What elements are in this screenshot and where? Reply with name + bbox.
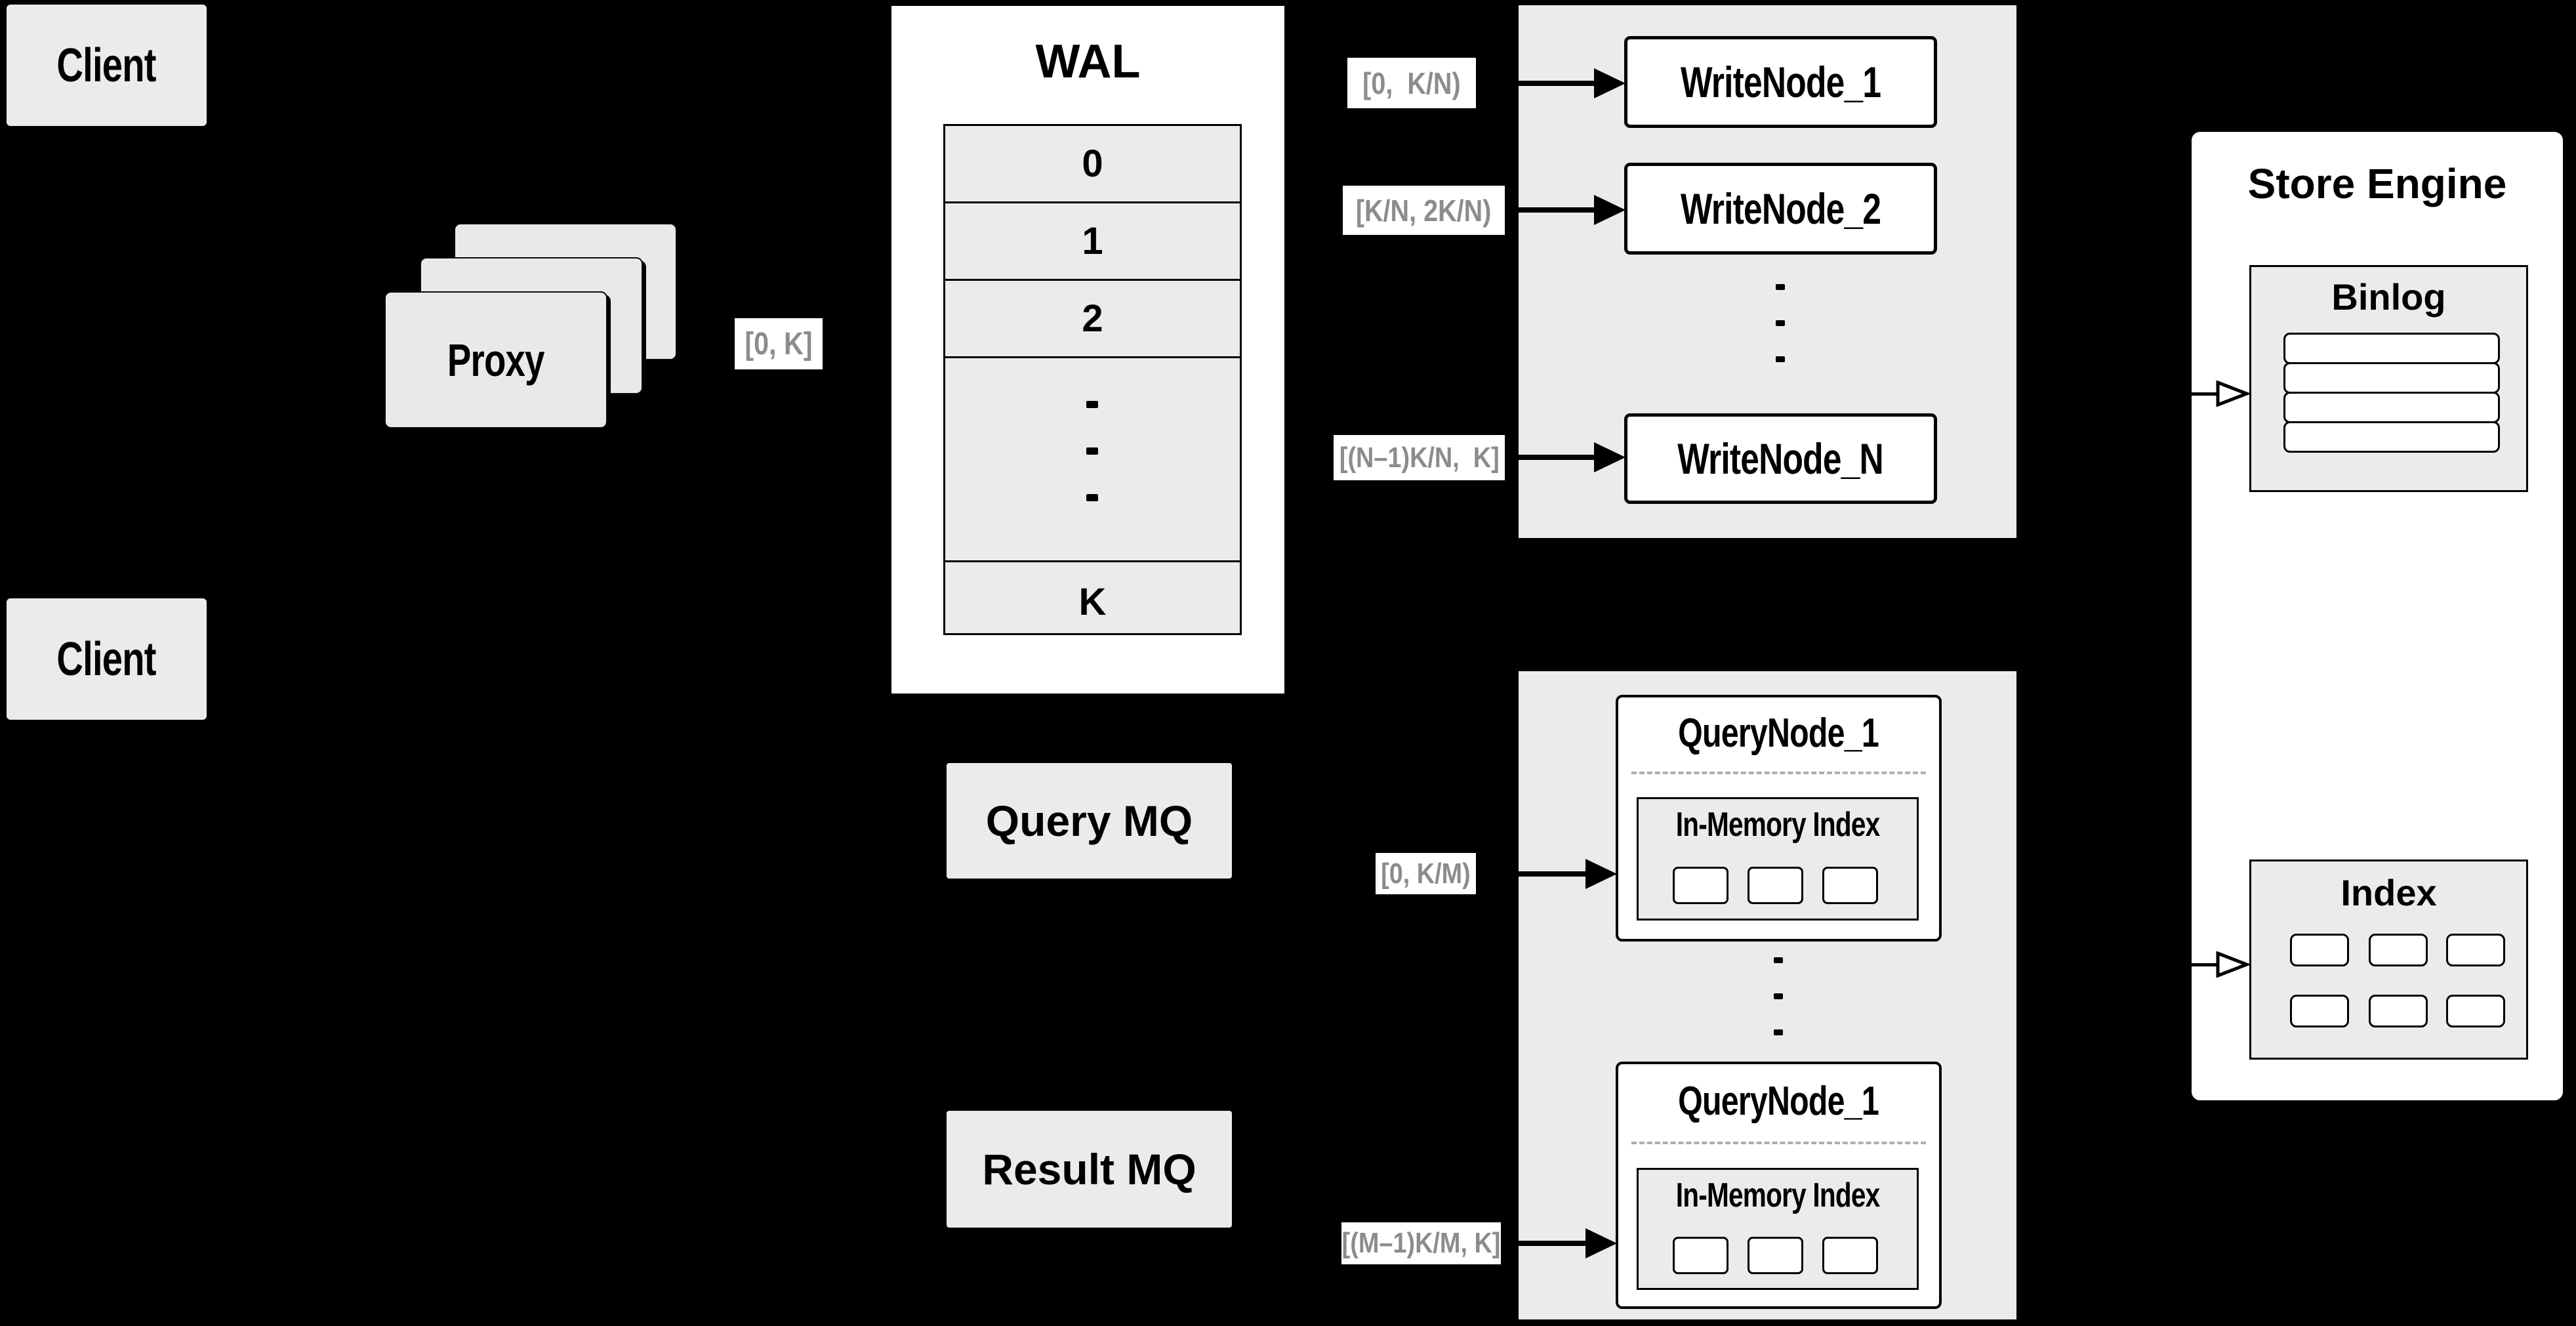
index-cell <box>2369 995 2428 1027</box>
ellipsis-dot <box>1776 320 1785 326</box>
wal-row-k: K <box>1078 580 1107 623</box>
segment-cell <box>1748 867 1803 904</box>
wal-row-0: 0 <box>945 126 1240 203</box>
query-node-2-title: QueryNode_1 <box>1678 1078 1880 1124</box>
ellipsis-dot <box>1086 401 1098 408</box>
proxy-card-front: Proxy <box>384 291 607 428</box>
ellipsis-dot <box>1086 494 1098 501</box>
segment-cell <box>1673 867 1728 904</box>
wal-row-1: 1 <box>945 203 1240 281</box>
dashed-divider <box>1631 772 1926 774</box>
in-memory-index-2-title: In-Memory Index <box>1675 1176 1880 1214</box>
segment-cell <box>1822 867 1878 904</box>
segment-cell <box>1748 1237 1803 1274</box>
binlog-row <box>2283 333 2500 364</box>
hollow-arrow-to-binlog-icon <box>2192 392 2220 396</box>
dashed-divider <box>1631 1142 1926 1144</box>
binlog-row <box>2283 362 2500 394</box>
client-middle-label: Client <box>56 632 157 686</box>
wal-table: 0 1 2 K <box>943 124 1242 635</box>
query-mq-box: Query MQ <box>947 763 1232 879</box>
client-box-top: Client <box>7 5 207 126</box>
segment-cell <box>1673 1237 1728 1274</box>
index-cell <box>2290 934 2349 966</box>
ellipsis-dot <box>1776 356 1785 362</box>
segment-cell <box>1822 1237 1878 1274</box>
in-memory-index-2-box: In-Memory Index <box>1637 1168 1919 1290</box>
wal-box: WAL 0 1 2 K <box>889 4 1286 695</box>
binlog-row <box>2283 421 2500 453</box>
index-cell <box>2369 934 2428 966</box>
label-to-write-node-n: [(N–1)K/N, K] <box>1334 435 1505 480</box>
index-cell <box>2290 995 2349 1027</box>
hollow-arrow-to-index-icon <box>2192 963 2220 966</box>
client-top-label: Client <box>56 39 157 92</box>
wal-title: WAL <box>1035 35 1141 88</box>
ellipsis-dot <box>1774 993 1783 999</box>
query-node-1-title: QueryNode_1 <box>1678 710 1880 756</box>
binlog-title: Binlog <box>2331 276 2446 318</box>
wal-row-ellipsis <box>945 358 1240 562</box>
query-node-2-box: QueryNode_1 In-Memory Index <box>1616 1062 1942 1309</box>
hollow-arrowhead-binlog-icon <box>2216 381 2250 407</box>
ellipsis-dot <box>1774 957 1783 963</box>
wal-row-2: 2 <box>945 281 1240 358</box>
ellipsis-dot <box>1776 284 1785 290</box>
index-box: Index <box>2249 860 2528 1060</box>
label-to-write-node-1: [0, K/N) <box>1347 58 1476 108</box>
label-to-query-node-1: [0, K/M) <box>1376 853 1476 894</box>
ellipsis-dot <box>1086 447 1098 455</box>
in-memory-index-1-box: In-Memory Index <box>1637 797 1919 921</box>
proxy-label: Proxy <box>447 334 545 386</box>
hollow-arrowhead-index-icon <box>2216 951 2250 978</box>
result-mq-box: Result MQ <box>947 1111 1232 1228</box>
binlog-row <box>2283 392 2500 423</box>
ellipsis-dot <box>1774 1029 1783 1035</box>
query-node-panel: QueryNode_1 In-Memory Index QueryNode_1 <box>1519 671 2016 1319</box>
binlog-box: Binlog <box>2249 265 2528 492</box>
client-box-middle: Client <box>7 598 207 720</box>
write-node-2-box: WriteNode_2 <box>1624 163 1937 255</box>
query-node-1-box: QueryNode_1 In-Memory Index <box>1616 695 1942 942</box>
index-cell <box>2446 995 2505 1027</box>
store-engine-title: Store Engine <box>2247 160 2507 207</box>
label-to-write-node-2: [K/N, 2K/N) <box>1343 186 1505 235</box>
label-proxy-to-wal: [0, K] <box>735 318 823 369</box>
index-cell <box>2446 934 2505 966</box>
store-engine-box: Store Engine Binlog Index <box>2190 130 2565 1102</box>
write-node-n-box: WriteNode_N <box>1624 413 1937 504</box>
index-title: Index <box>2341 871 2437 913</box>
label-to-query-node-2: [(M–1)K/M, K] <box>1341 1222 1501 1264</box>
write-node-1-box: WriteNode_1 <box>1624 36 1937 128</box>
in-memory-index-1-title: In-Memory Index <box>1675 806 1880 844</box>
